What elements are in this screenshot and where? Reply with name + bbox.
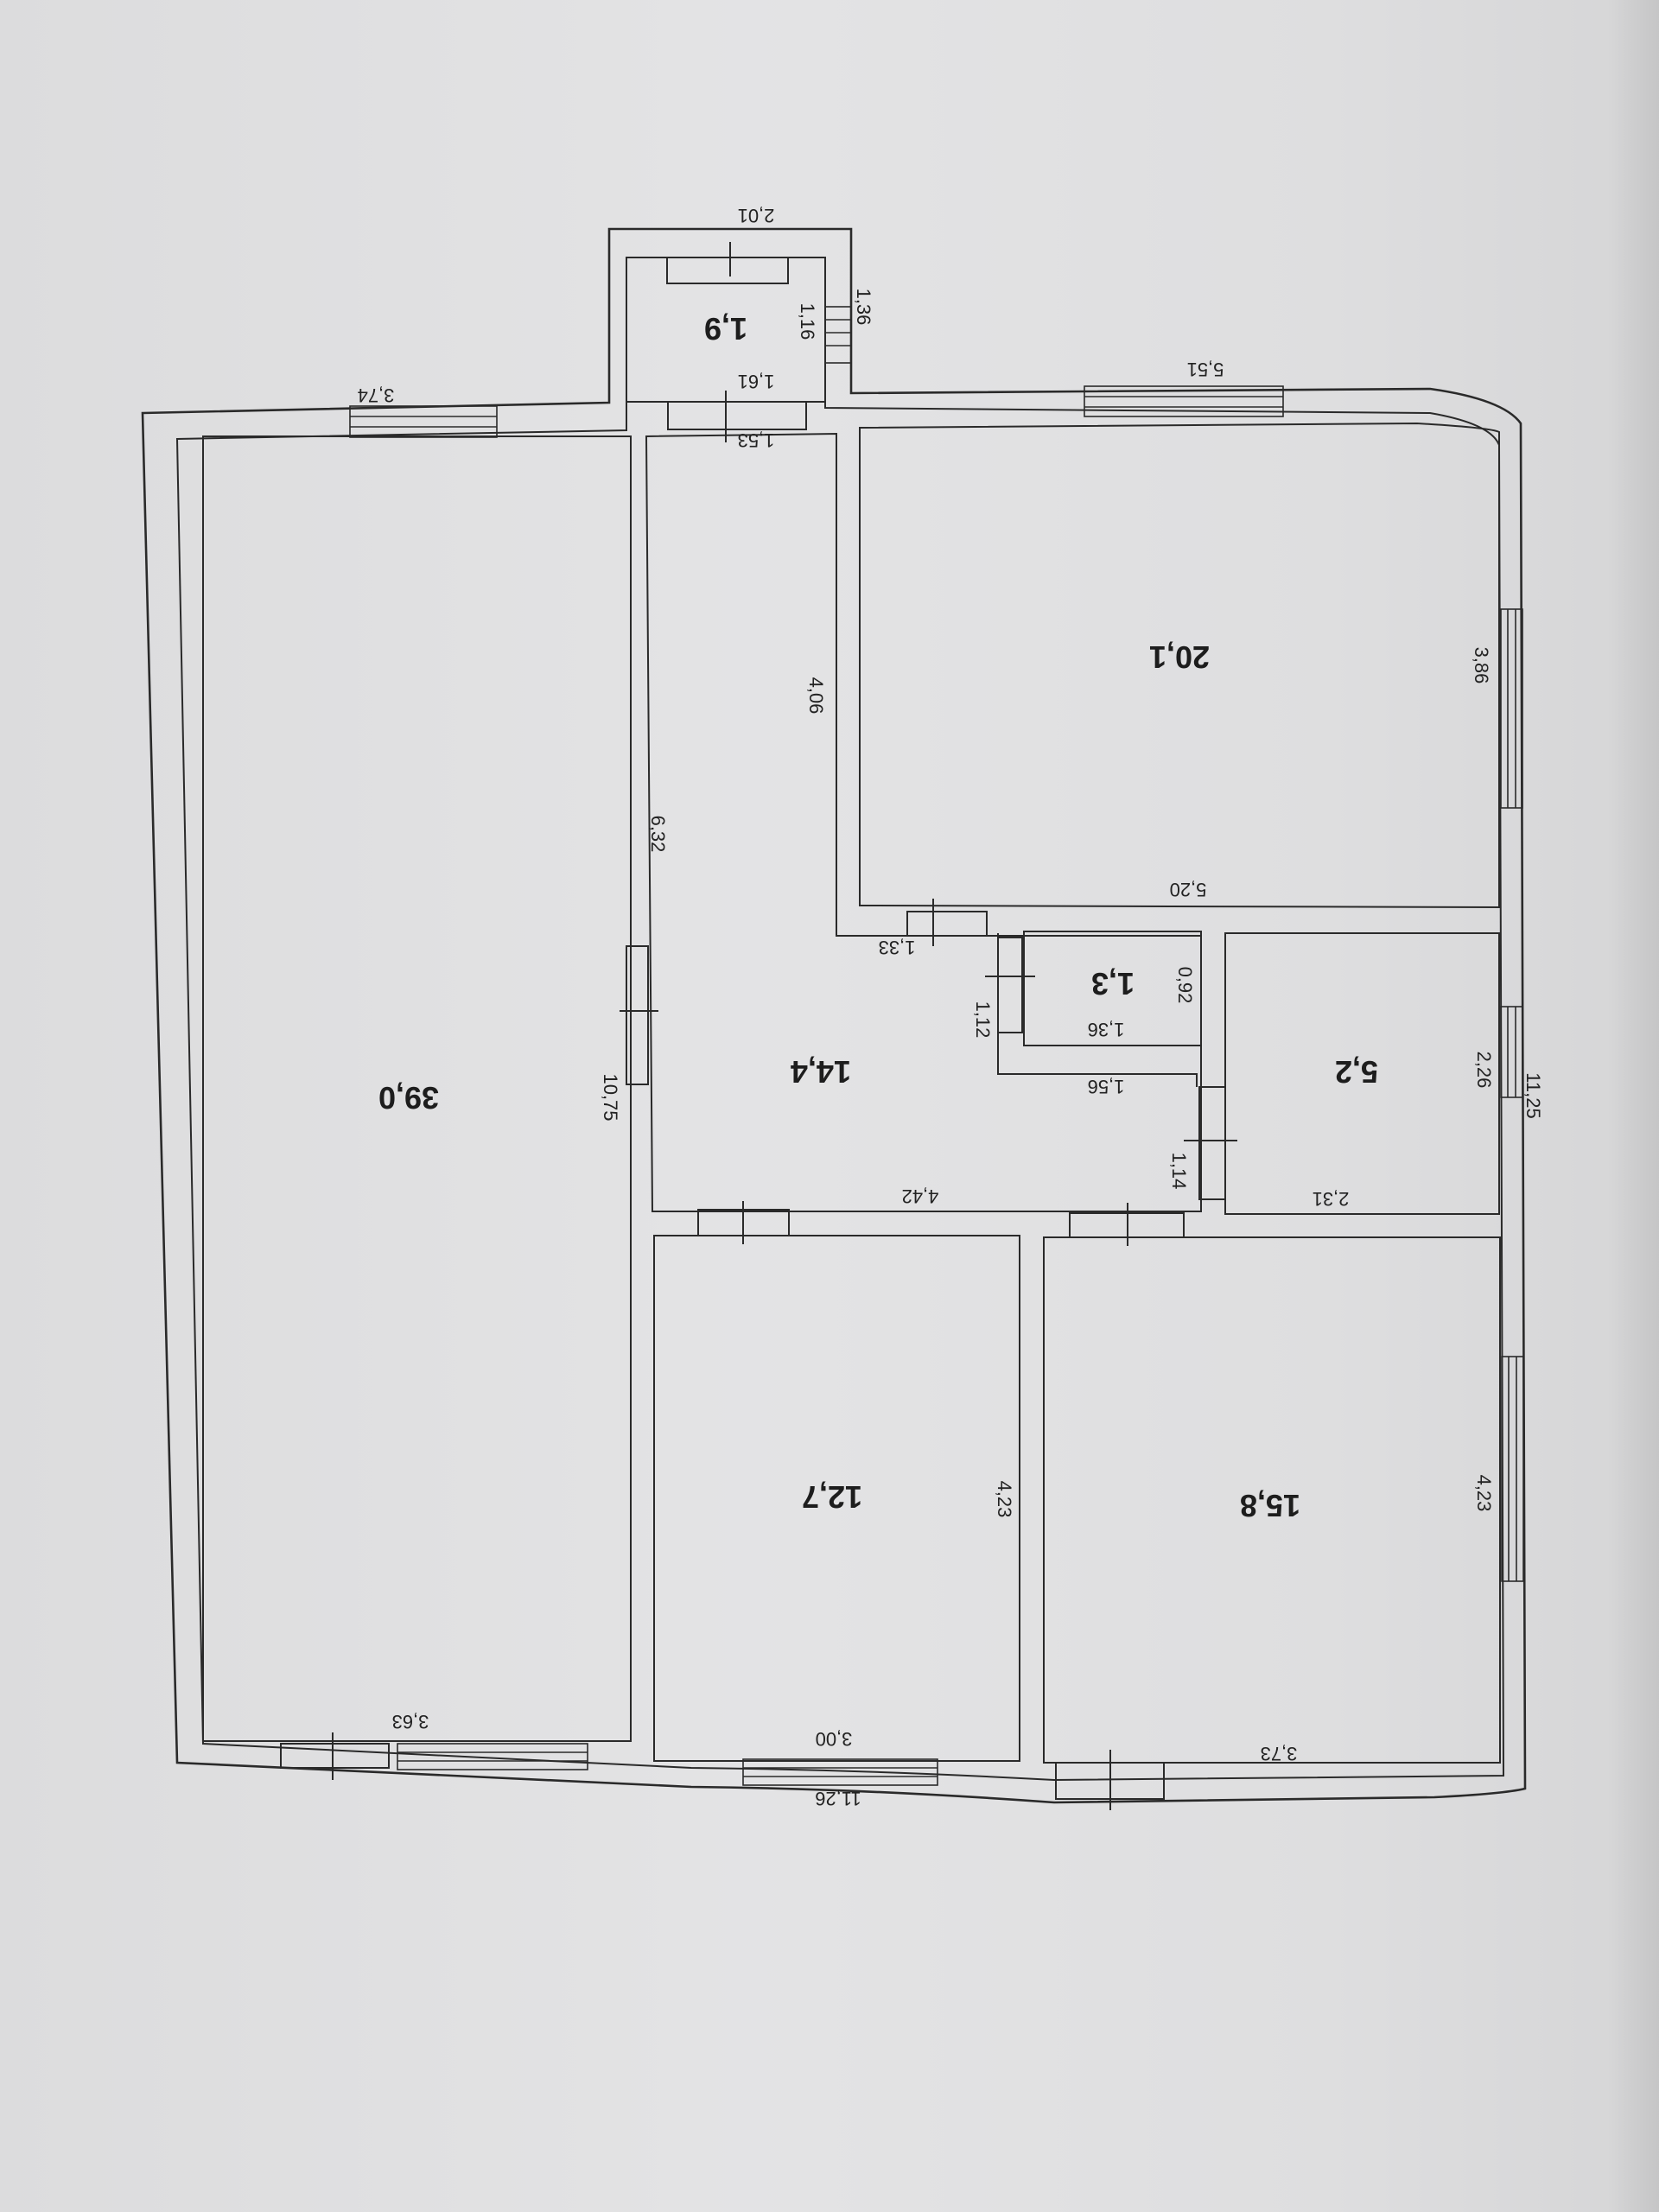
dim-label: 1,33 — [879, 937, 916, 958]
dim-label: 1,16 — [797, 303, 818, 340]
room-15-outline — [1043, 1236, 1501, 1764]
area-living: 39,0 — [378, 1080, 439, 1116]
outer-wall-outer — [141, 227, 1527, 1804]
dim-label: 0,92 — [1174, 967, 1196, 1004]
area-room-20: 20,1 — [1149, 639, 1210, 675]
area-room-5: 5,2 — [1335, 1054, 1378, 1090]
dim-label: 2,01 — [738, 205, 775, 226]
dim-label: 10,75 — [600, 1073, 621, 1121]
page-edge-shadow — [1607, 0, 1659, 2212]
dim-label: 1,56 — [1088, 1076, 1125, 1097]
window-living-bottom — [397, 1743, 588, 1770]
dim-label: 2,31 — [1313, 1188, 1350, 1210]
dim-label: 3,74 — [358, 385, 395, 406]
area-balcony: 1,9 — [704, 311, 747, 346]
dim-label: 4,23 — [1473, 1475, 1495, 1512]
room-5-outline — [1224, 932, 1500, 1215]
dimension-labels: 2,01 1,36 1,16 1,61 1,53 5,51 3,74 4,06 … — [358, 205, 1544, 1809]
area-room-12: 12,7 — [802, 1479, 862, 1515]
dim-label: 1,36 — [853, 289, 874, 326]
dim-label: 6,32 — [647, 816, 669, 853]
dim-label: 1,14 — [1168, 1153, 1190, 1190]
living-room-outline — [202, 435, 632, 1742]
dim-label: 2,26 — [1473, 1052, 1495, 1089]
window-room20-top — [1084, 385, 1284, 417]
area-hall: 14,4 — [791, 1054, 851, 1090]
window-room20-right — [1500, 608, 1523, 809]
room-20-outline — [859, 422, 1500, 909]
dim-label: 3,86 — [1471, 647, 1492, 684]
dim-label: 4,42 — [902, 1185, 939, 1207]
dim-label: 11,25 — [1522, 1072, 1544, 1118]
door-openings — [280, 242, 1237, 1810]
window-room5-right — [1500, 1006, 1523, 1098]
outer-wall-inner — [175, 257, 1505, 1782]
dim-label: 4,06 — [805, 677, 827, 715]
window-living-top — [349, 405, 498, 438]
dim-label: 3,73 — [1261, 1743, 1298, 1764]
dim-label: 5,20 — [1170, 879, 1207, 900]
area-room-15: 15,8 — [1240, 1488, 1300, 1523]
area-bathroom: 1,3 — [1091, 966, 1135, 1001]
window-room12-bottom — [742, 1758, 938, 1786]
window-room15-right — [1501, 1356, 1524, 1582]
dim-label: 3,63 — [392, 1711, 429, 1732]
dim-label: 11,26 — [815, 1788, 861, 1809]
bathroom-outline — [1023, 931, 1202, 1046]
dim-label: 1,53 — [738, 429, 775, 451]
dim-label: 1,61 — [738, 371, 775, 392]
dim-label: 3,00 — [816, 1728, 853, 1750]
dim-label: 1,36 — [1088, 1019, 1125, 1040]
window-balcony-door — [824, 306, 852, 364]
room-12-outline — [653, 1235, 1020, 1762]
dim-label: 4,23 — [994, 1481, 1015, 1518]
dim-label: 1,12 — [972, 1001, 994, 1039]
dim-label: 5,51 — [1187, 359, 1224, 380]
